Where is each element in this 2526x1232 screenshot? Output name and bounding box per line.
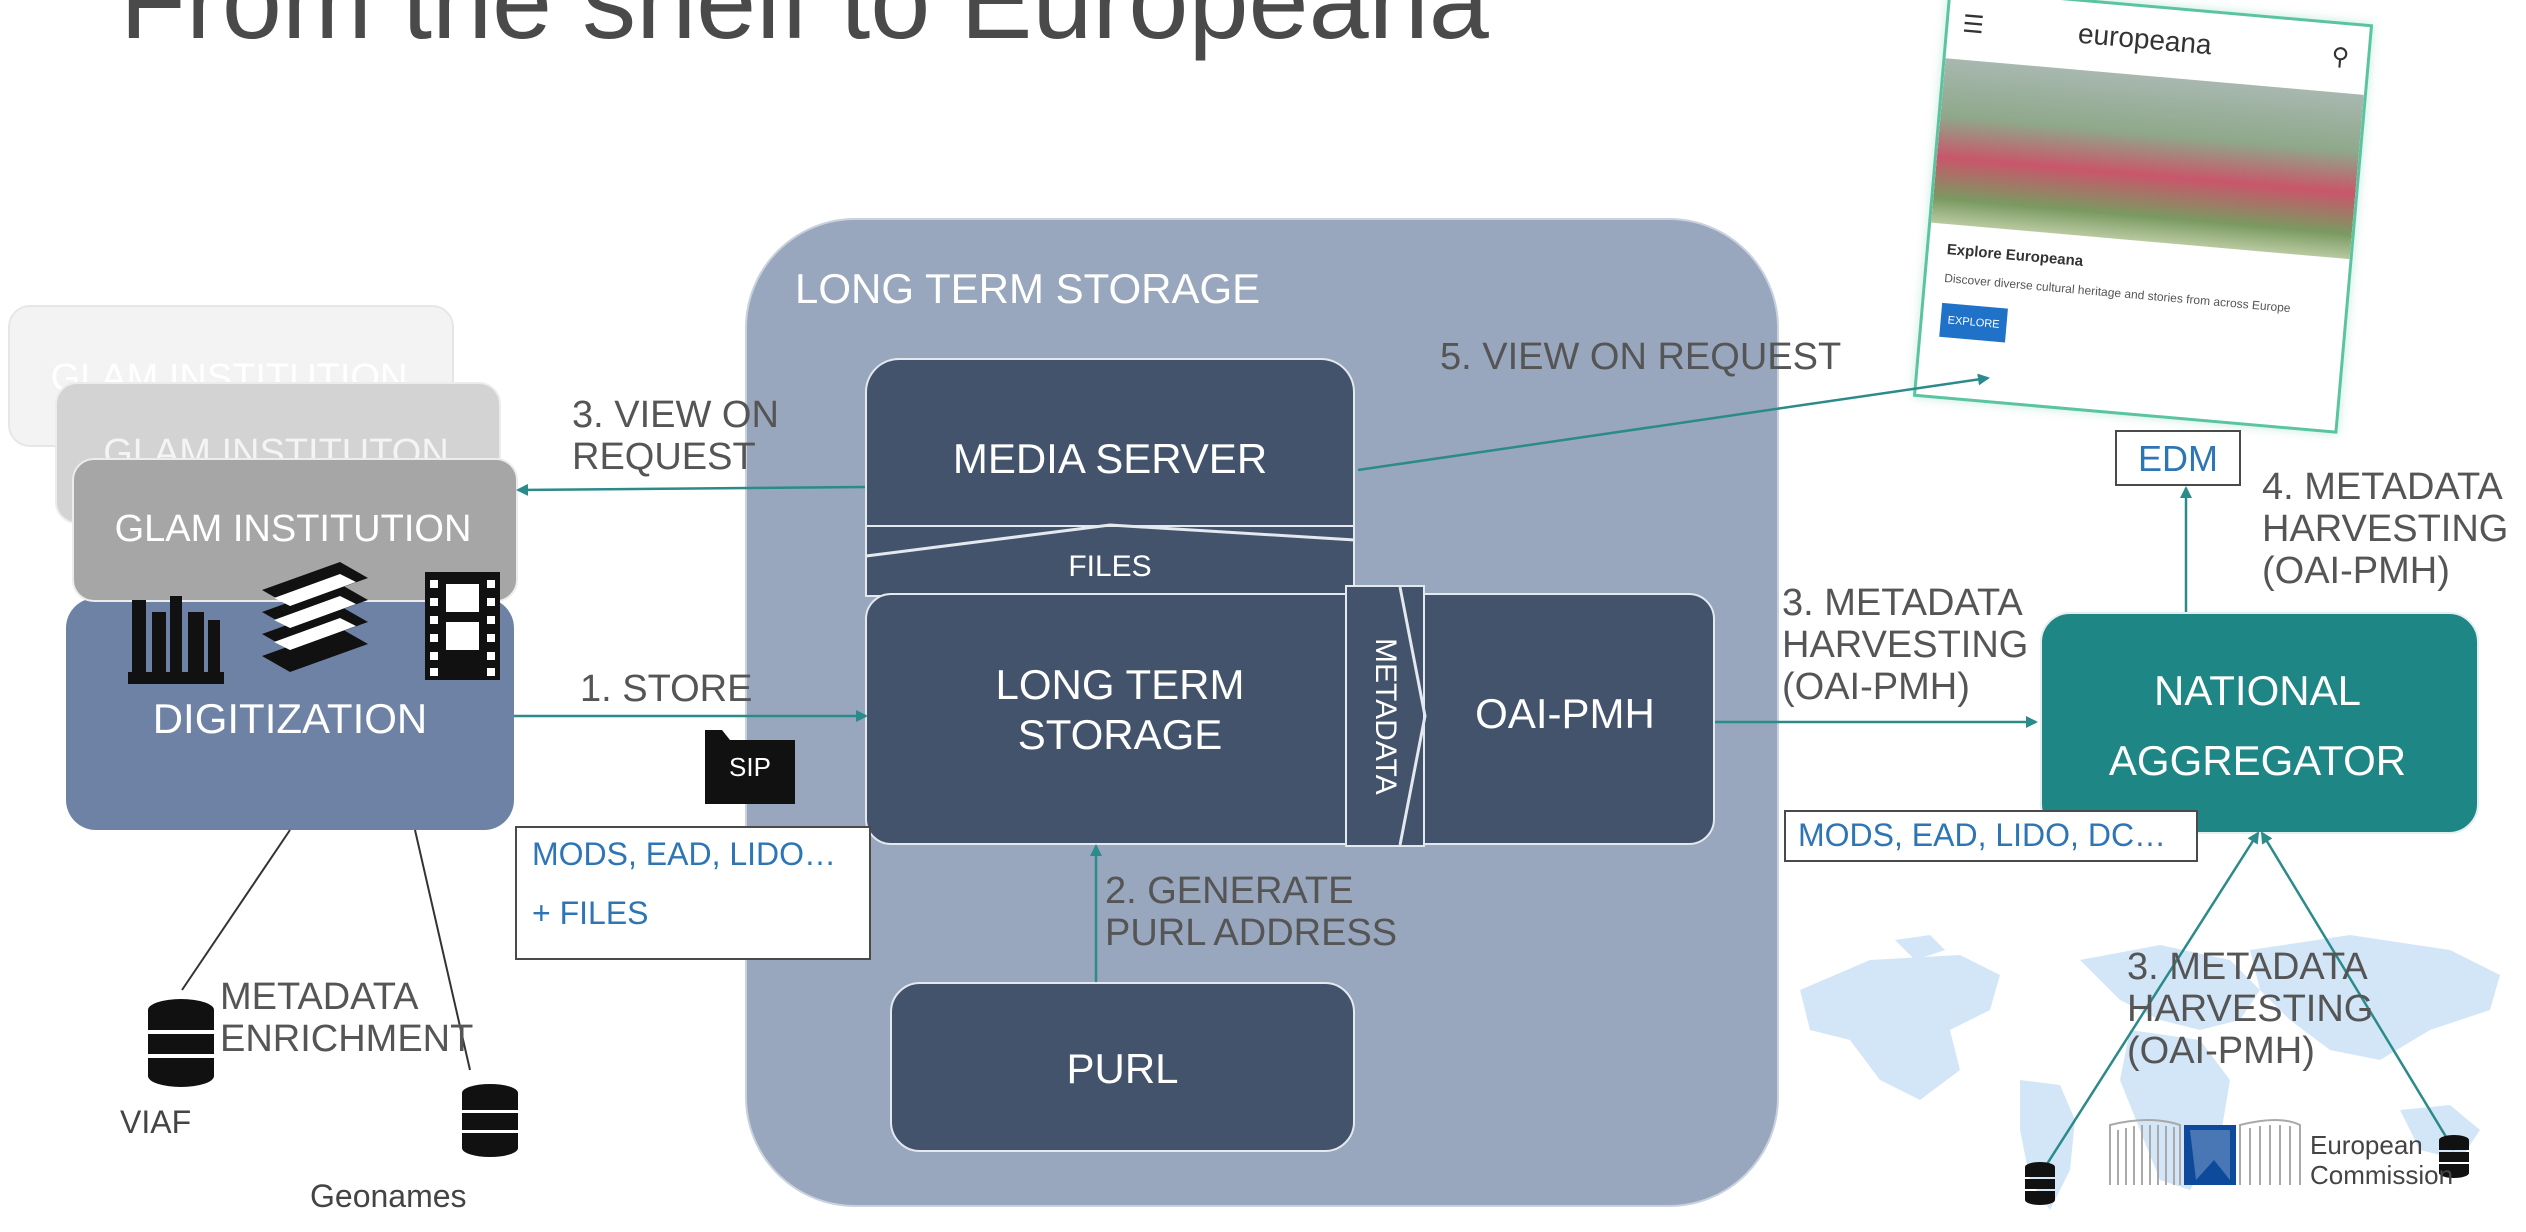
formats-left-box: [515, 826, 871, 960]
oai-pmh-label: OAI-PMH: [1475, 690, 1655, 737]
viaf-label: VIAF: [120, 1104, 192, 1140]
formats-right-box: [1784, 810, 2198, 862]
sip-label: SIP: [729, 752, 771, 782]
view-on-request-5-label: 5. VIEW ON REQUEST: [1440, 336, 1842, 378]
generate-purl-label: 2. GENERATE PURL ADDRESS: [1105, 870, 1398, 954]
national-aggregator-box: [2040, 612, 2479, 834]
long-term-storage-container-label: LONG TERM STORAGE: [795, 265, 1261, 312]
files-label: FILES: [1068, 550, 1152, 583]
edm-label: EDM: [2138, 438, 2218, 479]
edm-box: [2115, 430, 2241, 486]
formats-left-line2: + FILES: [532, 895, 649, 931]
view-on-request-3-label: 3. VIEW ON REQUEST: [572, 394, 779, 478]
formats-left-line1: MODS, EAD, LIDO…: [532, 836, 837, 872]
purl-label: PURL: [1066, 1045, 1179, 1092]
metadata-enrichment-label: METADATA ENRICHMENT: [220, 976, 474, 1060]
glam-institution-front-label: GLAM INSTITUTION: [114, 508, 472, 550]
european-commission-label: European Commission: [2310, 1130, 2454, 1190]
national-aggregator-label: NATIONAL AGGREGATOR: [2108, 667, 2407, 784]
geonames-label: Geonames: [310, 1178, 467, 1214]
long-term-storage-label: LONG TERM STORAGE: [995, 661, 1245, 758]
purl-box: [890, 982, 1355, 1152]
formats-right-text: MODS, EAD, LIDO, DC…: [1798, 817, 2167, 853]
long-term-storage-box: [865, 593, 1715, 845]
metadata-harvesting-3-label: 3. METADATA HARVESTING (OAI-PMH): [1782, 582, 2029, 708]
metadata-label: METADATA: [1369, 637, 1402, 795]
metadata-harvesting-4-label: 4. METADATA HARVESTING (OAI-PMH): [2262, 466, 2509, 592]
store-label: 1. STORE: [580, 668, 753, 710]
media-server-label: MEDIA SERVER: [952, 435, 1268, 482]
page-title: From the shelf to Europeana: [120, 0, 1489, 61]
metadata-harvesting-3b-label: 3. METADATA HARVESTING (OAI-PMH): [2127, 946, 2374, 1072]
digitization-label: DIGITIZATION: [152, 695, 428, 742]
